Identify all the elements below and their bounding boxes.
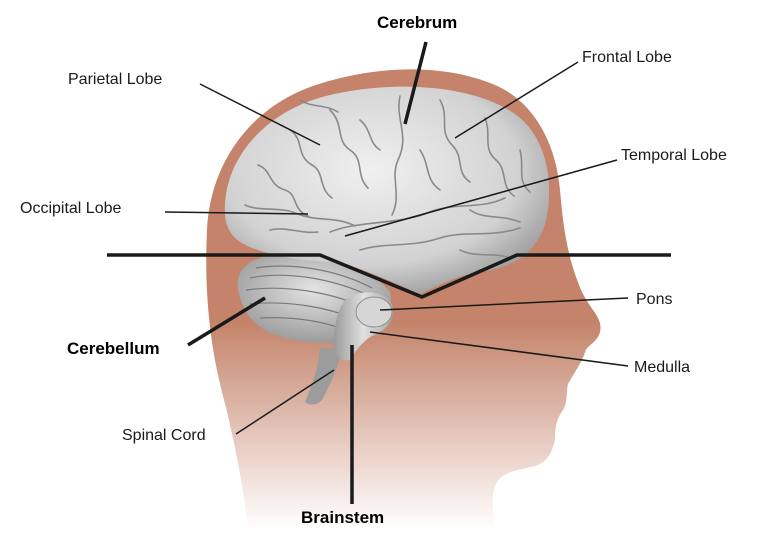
pons-shape — [356, 297, 392, 327]
parietal-lobe-label: Parietal Lobe — [68, 72, 162, 88]
brainstem-label: Brainstem — [301, 509, 384, 526]
pons-label: Pons — [636, 292, 672, 308]
cerebrum-label: Cerebrum — [377, 14, 457, 31]
cerebellum-label: Cerebellum — [67, 340, 160, 357]
temporal-lobe-label: Temporal Lobe — [621, 148, 727, 164]
medulla-label: Medulla — [634, 360, 690, 376]
spinal-cord-label: Spinal Cord — [122, 428, 206, 444]
frontal-lobe-label: Frontal Lobe — [582, 50, 672, 66]
occipital-lobe-label: Occipital Lobe — [20, 201, 121, 217]
